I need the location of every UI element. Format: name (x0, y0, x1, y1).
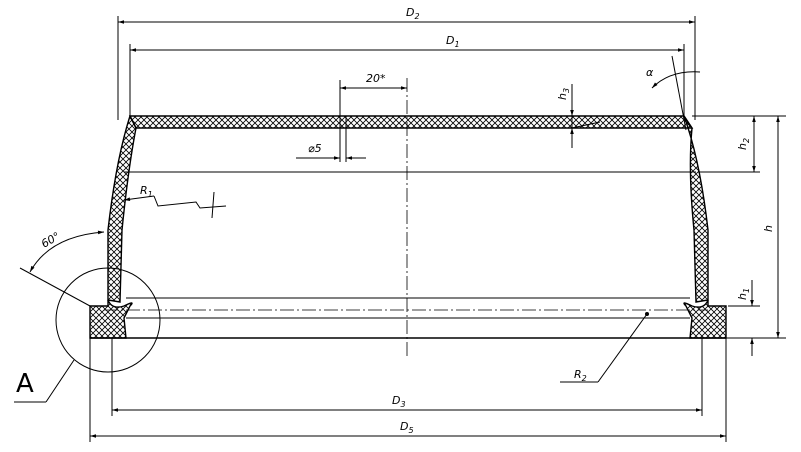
d2-label: D (406, 6, 414, 19)
h-label: h (762, 225, 775, 232)
svg-text:h2: h2 (736, 138, 751, 150)
angle60-label: 60° (39, 230, 62, 251)
right-foot-section (683, 299, 727, 339)
dim-h3: h3 (556, 84, 601, 148)
dim-d3: D3 (111, 338, 703, 416)
part-section (89, 114, 727, 339)
dim-d2: D2 (117, 6, 696, 120)
d3-label: D (392, 394, 400, 407)
detail-label: A (16, 369, 34, 399)
alpha-label: α (646, 66, 654, 79)
d1-label: D (446, 34, 454, 47)
dim-d5: D5 (89, 338, 727, 442)
dim-h2: h2 (692, 115, 760, 173)
h1-label: h (736, 293, 749, 300)
r2-label: R (574, 368, 582, 381)
r1-label: R (140, 184, 148, 197)
svg-text:D2: D2 (406, 6, 420, 21)
d5-sub: 5 (408, 426, 413, 435)
angle20-label: 20* (366, 72, 386, 85)
svg-text:h1: h1 (736, 288, 751, 300)
dim-r2: R2 (560, 312, 649, 383)
h3-sub: 3 (562, 88, 571, 93)
r1-sub: 1 (148, 190, 153, 199)
top-plate-section (128, 115, 694, 129)
d3-sub: 3 (400, 400, 405, 409)
svg-text:R1: R1 (140, 184, 153, 199)
dim-angle60: 60° (19, 230, 105, 307)
h1-sub: 1 (742, 288, 751, 293)
svg-text:R2: R2 (574, 368, 587, 383)
dim-d1: D1 (129, 34, 685, 116)
h2-label: h (736, 143, 749, 150)
svg-text:D1: D1 (446, 34, 460, 49)
h2-sub: 2 (742, 138, 751, 143)
dim-20: 20* ⌀5 (296, 72, 407, 162)
h3-label: h (556, 93, 569, 100)
d5-label: D (400, 420, 408, 433)
svg-text:D5: D5 (400, 420, 414, 435)
left-wall-section (107, 114, 137, 303)
svg-text:h3: h3 (556, 88, 571, 100)
dim-h1: h1 (728, 280, 760, 356)
dim-h: h (726, 115, 786, 339)
right-wall-section (683, 115, 709, 303)
svg-text:D3: D3 (392, 394, 406, 409)
dim-r1: R1 (123, 184, 227, 219)
r2-sub: 2 (582, 374, 587, 383)
contour-lines (90, 78, 726, 356)
d1-sub: 1 (454, 40, 459, 49)
hole-label: ⌀5 (308, 142, 322, 155)
dim-alpha: α (646, 55, 701, 131)
left-foot-section (89, 299, 133, 339)
detail-a: A (14, 267, 161, 403)
d2-sub: 2 (414, 12, 419, 21)
